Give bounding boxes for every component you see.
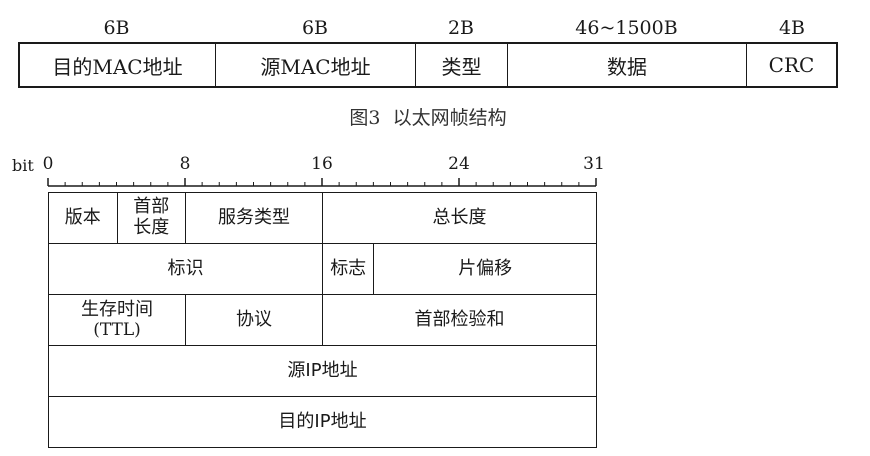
size-type: 2B: [447, 17, 475, 39]
field-header-length-line2: 长度: [133, 217, 170, 238]
field-ttl: 生存时间 (TTL): [49, 295, 186, 346]
field-crc: CRC: [746, 44, 836, 86]
ethernet-field-sizes: 6B 6B 2B 46~1500B 4B: [18, 16, 838, 40]
field-type-of-service-label: 服务类型: [218, 206, 290, 228]
ip-header-table: 版本 首部 长度 服务类型 总长度 标识 标志 片偏移 生存时间 (TTL) 协…: [48, 192, 597, 448]
bit-unit-label: bit: [12, 156, 34, 175]
field-total-length: 总长度: [323, 193, 597, 244]
size-data: 46~1500B: [575, 17, 678, 39]
size-dest-mac: 6B: [103, 17, 130, 39]
field-destination-ip-label: 目的IP地址: [278, 410, 367, 432]
field-version: 版本: [49, 193, 118, 244]
field-data: 数据: [507, 44, 746, 86]
field-identification: 标识: [49, 244, 323, 295]
ruler-label-0: 0: [42, 154, 54, 174]
field-fragment-offset-label: 片偏移: [458, 257, 513, 279]
ruler-label-24: 24: [448, 154, 470, 174]
field-header-length: 首部 长度: [117, 193, 186, 244]
field-flags-label: 标志: [330, 257, 367, 279]
field-header-length-line1: 首部: [133, 196, 170, 218]
bit-ruler: [47, 178, 597, 187]
field-header-checksum-label: 首部检验和: [414, 308, 505, 330]
field-header-checksum: 首部检验和: [323, 295, 597, 346]
field-source-ip: 源IP地址: [49, 346, 597, 397]
field-flags: 标志: [323, 244, 375, 295]
field-protocol-label: 协议: [236, 308, 272, 330]
field-version-label: 版本: [64, 206, 101, 228]
ruler-label-16: 16: [311, 154, 333, 174]
field-source-ip-label: 源IP地址: [287, 359, 358, 381]
field-protocol: 协议: [186, 295, 323, 346]
field-type: 类型: [415, 44, 507, 86]
field-dest-mac: 目的MAC地址: [52, 54, 183, 79]
field-total-length-label: 总长度: [432, 206, 487, 228]
size-crc: 4B: [778, 17, 806, 39]
field-identification-label: 标识: [167, 257, 204, 279]
field-destination-ip: 目的IP地址: [49, 397, 597, 448]
field-ttl-line2: (TTL): [93, 319, 141, 340]
field-ttl-line1: 生存时间: [81, 298, 153, 320]
ruler-label-8: 8: [179, 154, 191, 174]
field-fragment-offset: 片偏移: [374, 244, 597, 295]
field-src-mac: 源MAC地址: [215, 44, 415, 86]
ruler-label-31: 31: [583, 154, 605, 174]
figure-caption: 图3 以太网帧结构: [349, 107, 507, 129]
size-src-mac: 6B: [301, 17, 329, 39]
field-type-of-service: 服务类型: [186, 193, 323, 244]
ethernet-frame: 目的MAC地址 源MAC地址 类型 数据 CRC: [18, 42, 838, 88]
